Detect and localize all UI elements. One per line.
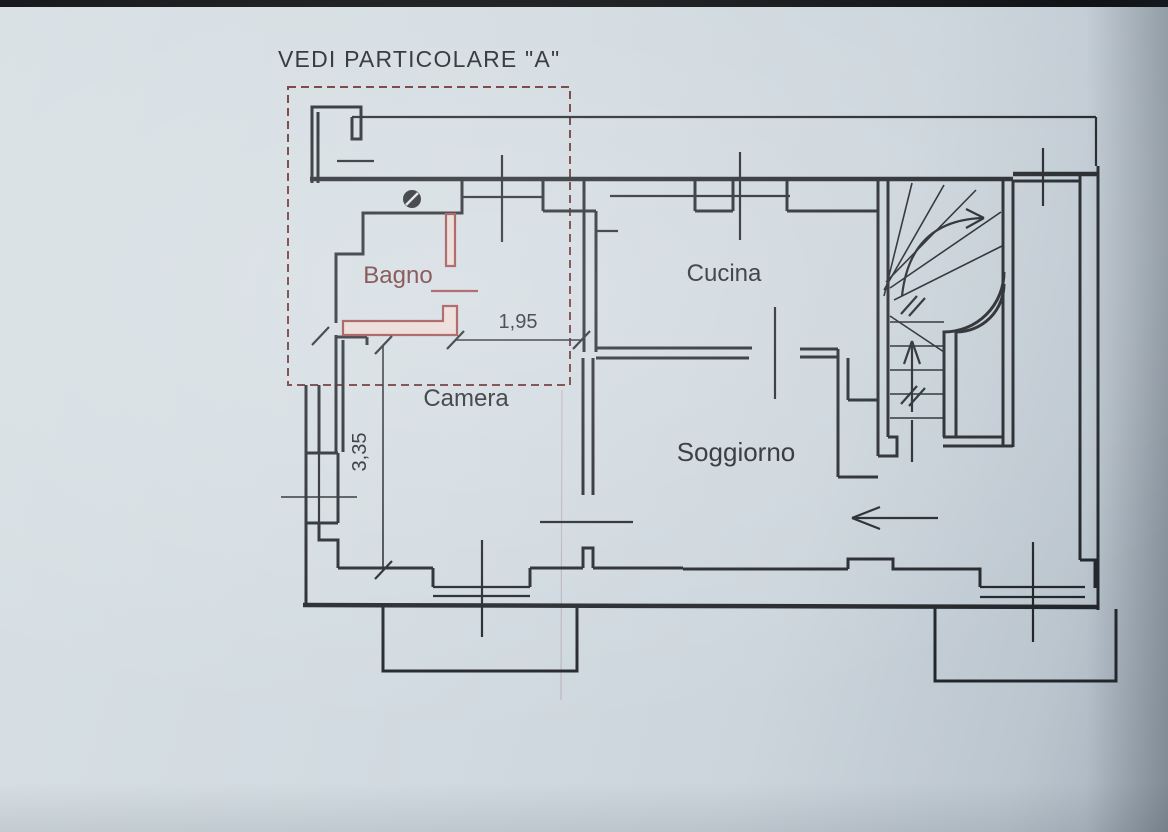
drawing-title: VEDI PARTICOLARE "A" <box>278 46 560 72</box>
entry-arrow-icon <box>851 505 938 531</box>
room-label-camera: Camera <box>423 385 509 412</box>
highlighted-door-jamb <box>444 212 457 268</box>
stair-turn-arrow-icon <box>900 208 985 297</box>
room-label-bagno: Bagno <box>363 262 432 289</box>
dim-tick <box>374 335 393 355</box>
staircase-treads <box>883 182 1003 419</box>
dim-tick <box>374 560 393 580</box>
room-label-cucina: Cucina <box>687 260 762 287</box>
balconies <box>381 605 1118 683</box>
outer-walls <box>302 105 1100 610</box>
bagno-walls <box>334 179 464 453</box>
dim-tick <box>572 330 591 350</box>
break-mark <box>900 385 918 405</box>
cucina-walls <box>541 179 878 399</box>
camera-soggiorno-divider <box>540 358 633 568</box>
window-marks-top <box>462 148 1045 242</box>
door-tick <box>311 326 330 346</box>
paper-crease <box>560 389 563 701</box>
room-label-soggiorno: Soggiorno <box>677 437 796 467</box>
detail-a-boundary-box <box>287 86 571 386</box>
dim-tick <box>446 330 465 350</box>
highlighted-wall <box>341 304 459 337</box>
dimension-label-depth: 3,35 <box>349 433 371 472</box>
balcony-right <box>933 608 1118 683</box>
left-wall-window <box>281 451 357 568</box>
red-detail-annotations <box>341 212 478 337</box>
balcony-left <box>381 605 579 673</box>
break-mark <box>900 295 918 315</box>
bottom-walls <box>338 540 1085 642</box>
dimension-label-width: 1,95 <box>499 311 538 333</box>
photo-edge-bar <box>0 0 1168 7</box>
break-mark <box>908 297 926 317</box>
door-pivot-icon <box>403 190 421 208</box>
dimension-lines <box>311 326 591 580</box>
staircase-walls <box>836 181 1015 479</box>
stairs-up-arrow-icon <box>902 340 922 462</box>
